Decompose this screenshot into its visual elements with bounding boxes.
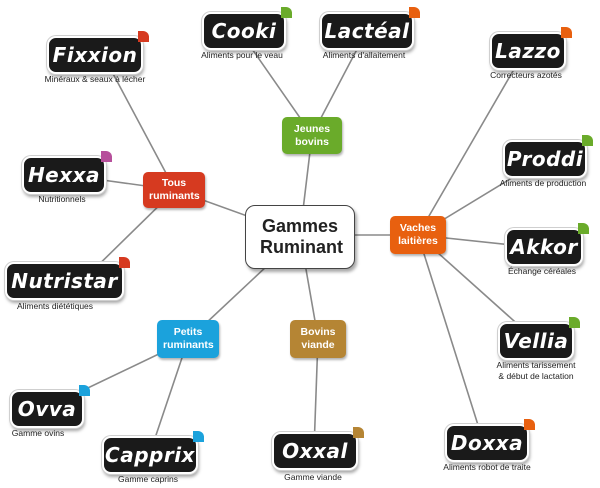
brand-akkor-caption: Échange céréales [507, 266, 577, 276]
cooki-color-tag [281, 7, 292, 18]
brand-oxxal-name: Oxxal [282, 439, 348, 463]
brand-nutristar[interactable]: Nutristar [5, 257, 130, 300]
brand-hexxa-caption: Nutritionnels [38, 194, 86, 204]
hexxa-color-tag [101, 151, 112, 162]
oxxal-color-tag [353, 427, 364, 438]
hub-jeunes-bovins-label: Jeunes bovins [293, 122, 331, 148]
fixxion-color-tag [138, 31, 149, 42]
brand-ovva-caption: Gamme ovins [11, 428, 65, 438]
brand-akkor-name: Akkor [510, 235, 578, 259]
vellia-caption-line1: Aliments tarissement [496, 360, 576, 370]
proddi-color-tag [582, 135, 593, 146]
brand-lazzo-caption: Correcteurs azotés [490, 70, 562, 80]
brand-doxxa-caption: Aliments robot de traite [443, 462, 531, 472]
hub-tous-ruminants-label: Tous ruminants [149, 177, 200, 202]
vellia-color-tag [569, 317, 580, 328]
brand-proddi-name: Proddi [506, 147, 584, 171]
brand-nutristar-caption: Aliments diététiques [16, 301, 94, 311]
akkor-color-tag [578, 223, 589, 234]
brand-oxxal-caption: Gamme viande [284, 472, 342, 482]
lacteal-color-tag [409, 7, 420, 18]
brand-cooki-name: Cooki [211, 19, 277, 43]
brand-ovva-name: Ovva [17, 397, 77, 421]
hub-petits-ruminants[interactable]: Petits ruminants [157, 320, 219, 358]
brand-oxxal[interactable]: Oxxal [272, 427, 364, 470]
nutristar-color-tag [119, 257, 130, 268]
center-node[interactable]: Gammes Ruminant [245, 205, 355, 269]
hub-tous-ruminants[interactable]: Tous ruminants [143, 172, 205, 208]
brand-lacteal-name: Lactéal [324, 19, 410, 43]
brand-doxxa[interactable]: Doxxa [445, 419, 535, 462]
brand-vellia-name: Vellia [503, 329, 569, 353]
hub-bovins-viande-label: Bovins viande [300, 326, 336, 351]
brand-lacteal[interactable]: Lactéal [320, 7, 420, 50]
brand-proddi[interactable]: Proddi [503, 135, 593, 178]
vellia-caption-line2: & début de lactation [498, 371, 574, 381]
brand-capprix-caption: Gamme caprins [118, 474, 178, 484]
brand-proddi-caption: Aliments de production [499, 178, 587, 188]
brand-doxxa-name: Doxxa [450, 431, 524, 455]
brand-nutristar-name: Nutristar [11, 269, 118, 293]
brand-cooki[interactable]: Cooki [202, 7, 292, 50]
ovva-color-tag [79, 385, 90, 396]
hub-vaches-laitieres[interactable]: Vaches laitières [390, 216, 446, 254]
brand-lazzo-name: Lazzo [495, 39, 561, 63]
brand-vellia[interactable]: Vellia [498, 317, 580, 360]
brand-hexxa-name: Hexxa [27, 163, 101, 187]
lazzo-color-tag [561, 27, 572, 38]
hub-petits-ruminants-label: Petits ruminants [163, 326, 214, 351]
brand-lazzo[interactable]: Lazzo [490, 27, 572, 70]
brand-vellia-caption: Aliments tarissement & début de lactatio… [484, 360, 588, 382]
hub-bovins-viande[interactable]: Bovins viande [290, 320, 346, 358]
brand-capprix[interactable]: Capprix [102, 431, 204, 474]
brand-capprix-name: Capprix [105, 443, 195, 467]
center-title: Gammes Ruminant [260, 216, 343, 257]
brand-cooki-caption: Aliments pour le veau [201, 50, 283, 60]
brand-akkor[interactable]: Akkor [505, 223, 589, 266]
brand-fixxion-caption: Minéraux & seaux à lécher [44, 74, 146, 84]
hub-vaches-laitieres-label: Vaches laitières [398, 222, 438, 247]
brand-fixxion-name: Fixxion [52, 43, 138, 67]
brand-hexxa[interactable]: Hexxa [22, 151, 112, 194]
brand-ovva[interactable]: Ovva [10, 385, 90, 428]
doxxa-color-tag [524, 419, 535, 430]
brand-fixxion[interactable]: Fixxion [47, 31, 149, 74]
capprix-color-tag [193, 431, 204, 442]
hub-jeunes-bovins[interactable]: Jeunes bovins [282, 117, 342, 154]
brand-lacteal-caption: Aliments d'allaitement [322, 50, 406, 60]
